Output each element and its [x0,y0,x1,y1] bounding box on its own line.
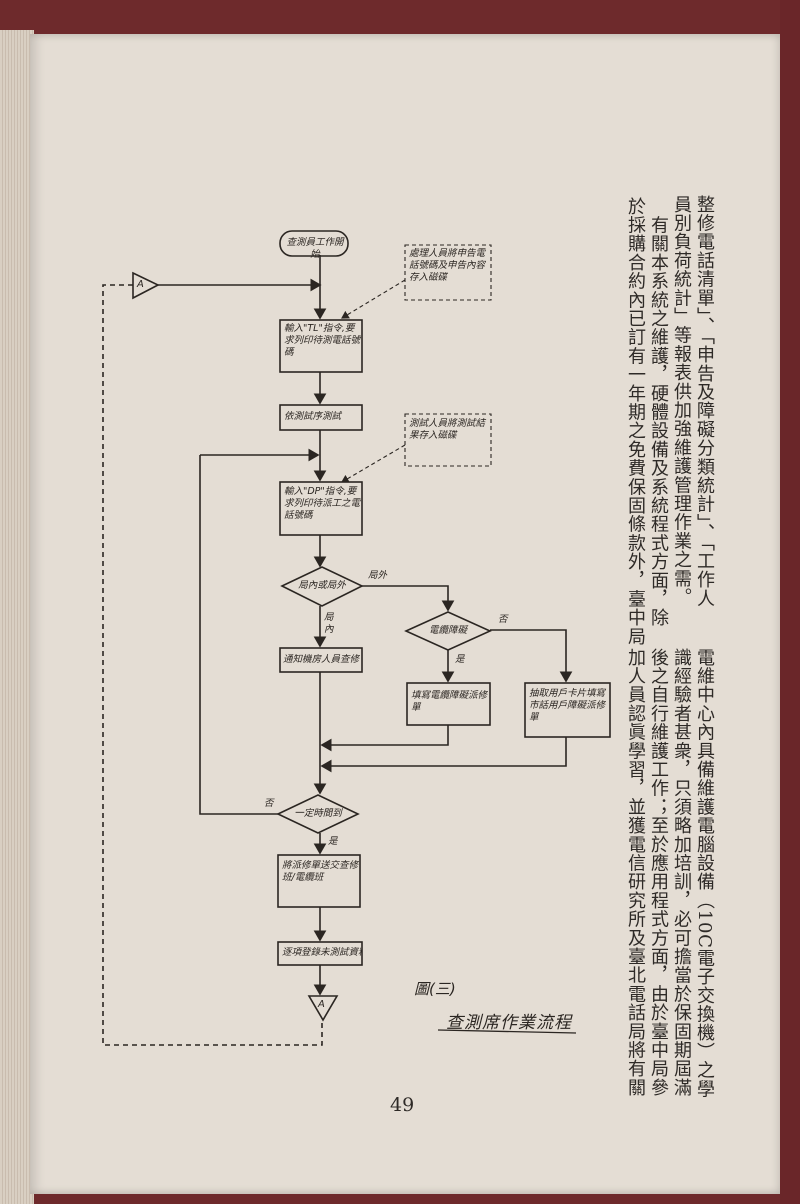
flow-line [362,585,455,612]
book-page-edges [0,30,34,1204]
step-user-order-box [524,682,611,738]
connector-loop-line [102,284,323,1046]
step-cable-order-text: 填寫電纜障礙派修單 [411,690,488,713]
step-dp-text: 輸入"DP"指令,要求列印待派工之電話號碼 [284,486,361,521]
step-record-text: 逐項登錄未測試資料 [282,947,362,958]
book-page [30,34,782,1194]
flow-line [490,629,573,683]
book-cover-edge [780,0,800,1204]
label-out: 局外 [368,570,388,581]
text-column: 電維中心內具備維護電腦設備（10C電子交換機）之學 [694,648,715,1099]
step-test-text: 依測試序測試 [284,411,342,422]
label-in: 局內 [324,612,334,635]
connector-a-end-label: A [318,999,325,1010]
flow-line [320,725,449,752]
start-label: 查測員工作開始 [286,237,344,260]
text-column: 識經驗者甚衆，只須略加培訓，必可擔當於保固期屆滿 [671,648,692,1097]
step-send-text: 將派修單送交查修班/電纜班 [282,860,359,883]
label-cable-yes: 是 [455,654,465,665]
text-column: 員別負荷統計」等報表供加強維護管理作業之需。 [671,195,692,607]
connector-a-start [132,271,160,300]
connector-a-start-label: A [137,279,144,290]
connector-a-end [307,995,339,1022]
decision-cable-text: 電纜障礙 [428,625,467,636]
annotation-link [341,279,406,319]
step-cable-order-box [406,682,491,726]
decision-cable [404,611,492,651]
label-time-no: 否 [264,798,274,809]
step-tl-box [279,319,363,373]
note-store-result [404,413,492,467]
annotation-link [341,444,406,483]
decision-time-text: 一定時間到 [294,808,342,819]
text-column: 加人員認眞學習，並獲電信研究所及臺北電話局將有關 [625,648,646,1097]
step-notify-text: 通知機房人員查修 [283,654,360,665]
step-send-box [277,854,361,908]
step-test-box [279,404,363,431]
decision-time [276,794,360,834]
text-column: 於採購合約內已訂有一年期之免費保固條款外，臺中局 [625,197,646,646]
note-store-complaint [404,244,492,301]
label-cable-no: 否 [498,614,508,625]
note-store-result-text: 測試人員將測試結果存入磁碟 [409,418,486,441]
step-notify-box [279,647,363,673]
label-time-yes: 是 [328,836,338,847]
text-column: 整修電話清單」、「申告及障礙分類統計」、「工作人 [694,195,715,608]
loop-line [199,455,278,815]
flow-line [320,737,567,773]
decision-in-out [280,566,364,607]
decision-in-out-text: 局內或局外 [298,580,346,591]
step-tl-text: 輸入"TL"指令,要求列印待測電話號碼 [284,323,361,358]
note-store-complaint-text: 處理人員將申告電話號碼及申告內容存入磁碟 [409,248,486,283]
figure-title: 查測席作業流程 [446,1013,572,1033]
step-record-box [277,941,363,966]
caption-underline [437,1029,577,1034]
page-number: 49 [390,1094,415,1116]
step-dp-box [279,481,363,536]
figure-number: 圖(三) [414,980,456,998]
text-column: 有關本系統之維護，硬體設備及系統程式方面，除 [648,197,669,628]
text-column: 後之自行維護工作；至於應用程式方面，由於臺中局參 [648,648,669,1097]
step-user-order-text: 抽取用戶卡片填寫市話用戶障礙派修單 [529,688,606,723]
start-terminal [279,230,349,257]
